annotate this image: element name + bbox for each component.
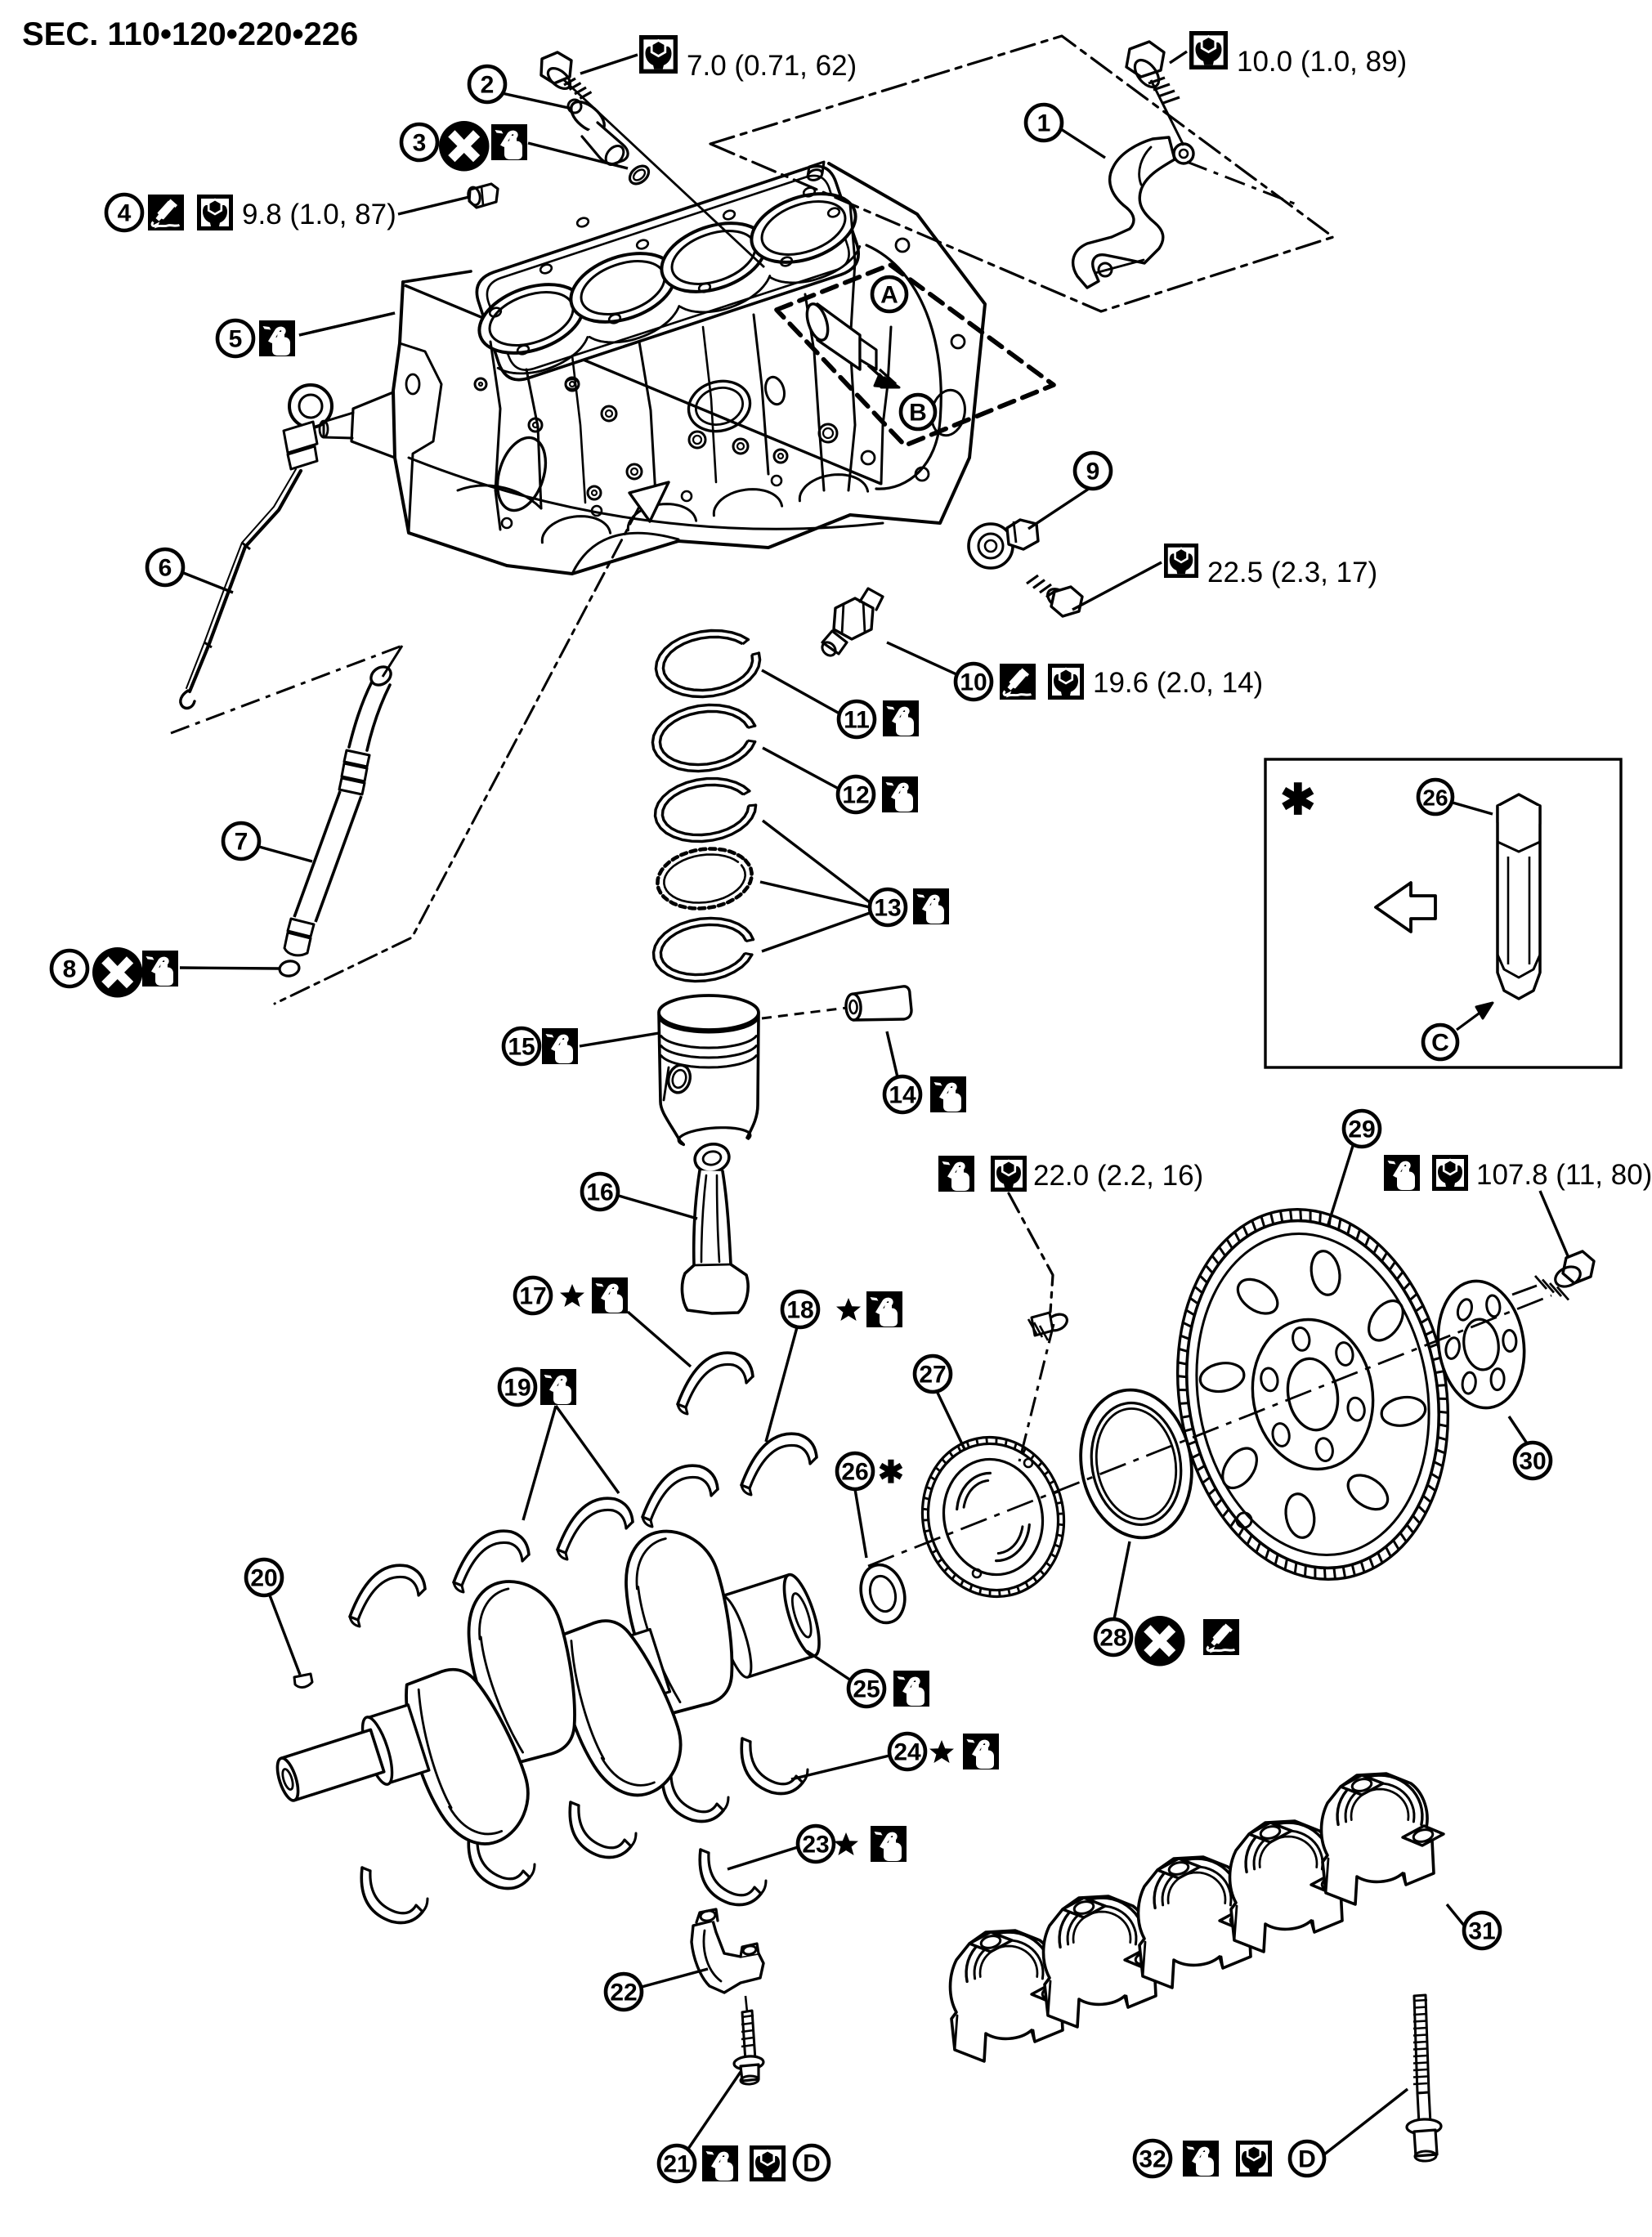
svg-text:23: 23	[802, 1832, 829, 1859]
svg-text:10.0 (1.0, 89): 10.0 (1.0, 89)	[1237, 46, 1407, 78]
svg-text:30: 30	[1519, 1448, 1546, 1475]
svg-text:SEC. 110•120•220•226: SEC. 110•120•220•226	[22, 16, 358, 52]
svg-text:2: 2	[481, 72, 495, 99]
svg-text:22.0 (2.2, 16): 22.0 (2.2, 16)	[1033, 1160, 1203, 1192]
svg-text:27: 27	[919, 1362, 946, 1389]
svg-text:10: 10	[960, 669, 987, 696]
svg-text:19.6 (2.0, 14): 19.6 (2.0, 14)	[1093, 667, 1263, 699]
svg-text:25: 25	[853, 1676, 880, 1703]
svg-text:A: A	[880, 282, 898, 309]
svg-text:13: 13	[874, 895, 901, 922]
svg-text:4: 4	[118, 200, 132, 227]
svg-text:5: 5	[229, 326, 243, 353]
svg-text:28: 28	[1099, 1625, 1126, 1652]
svg-text:14: 14	[889, 1082, 916, 1109]
svg-text:21: 21	[663, 2151, 690, 2178]
svg-text:19: 19	[504, 1375, 531, 1402]
svg-text:17: 17	[519, 1283, 546, 1310]
svg-text:6: 6	[159, 555, 172, 582]
svg-text:7: 7	[235, 829, 248, 856]
svg-text:18: 18	[786, 1297, 813, 1324]
svg-text:C: C	[1431, 1030, 1449, 1057]
svg-text:22.5 (2.3, 17): 22.5 (2.3, 17)	[1207, 557, 1377, 588]
svg-text:26: 26	[1422, 785, 1448, 811]
svg-text:8: 8	[63, 956, 77, 983]
svg-text:9.8 (1.0, 87): 9.8 (1.0, 87)	[242, 199, 396, 230]
svg-text:29: 29	[1348, 1116, 1375, 1143]
svg-text:7.0 (0.71, 62): 7.0 (0.71, 62)	[687, 50, 857, 82]
svg-text:20: 20	[250, 1565, 277, 1592]
svg-text:31: 31	[1468, 1918, 1495, 1945]
svg-text:1: 1	[1037, 110, 1051, 137]
svg-text:✱: ✱	[878, 1456, 904, 1490]
svg-text:26: 26	[841, 1459, 868, 1486]
svg-text:15: 15	[508, 1034, 535, 1061]
svg-text:3: 3	[413, 130, 427, 157]
svg-text:11: 11	[844, 707, 870, 734]
svg-text:B: B	[909, 400, 927, 427]
svg-text:16: 16	[586, 1179, 613, 1206]
svg-text:107.8 (11, 80): 107.8 (11, 80)	[1476, 1159, 1652, 1191]
svg-text:24: 24	[893, 1739, 921, 1766]
svg-text:✱: ✱	[1280, 776, 1316, 824]
svg-text:22: 22	[610, 1980, 637, 2007]
svg-text:9: 9	[1086, 459, 1100, 485]
svg-text:32: 32	[1139, 2146, 1166, 2173]
svg-text:12: 12	[842, 782, 869, 809]
svg-text:D: D	[1298, 2146, 1316, 2173]
svg-text:D: D	[803, 2150, 821, 2177]
